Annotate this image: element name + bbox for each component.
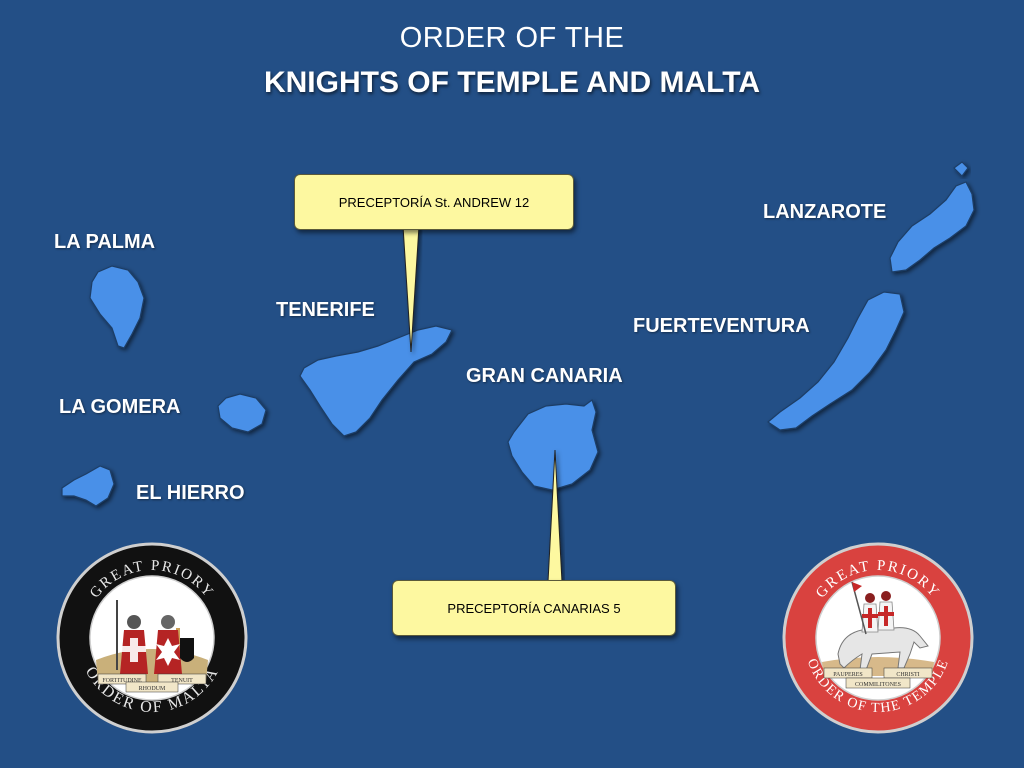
- label-la-gomera: LA GOMERA: [59, 396, 181, 418]
- label-lanzarote: LANZAROTE: [763, 201, 887, 223]
- callout-gran-canaria: PRECEPTORÍA CANARIAS 5: [392, 580, 676, 636]
- knight-left-icon: [116, 600, 148, 674]
- malta-motto-left: FORTITUDINE: [102, 678, 142, 684]
- island-la-gomera: [217, 393, 267, 433]
- label-la-palma: LA PALMA: [54, 231, 156, 253]
- label-tenerife: TENERIFE: [276, 299, 375, 321]
- label-fuerteventura: FUERTEVENTURA: [633, 315, 810, 337]
- island-la-palma: [89, 265, 145, 349]
- knight-right-icon: [154, 615, 194, 674]
- island-gran-canaria: [507, 399, 599, 491]
- order-of-malta-seal: GREAT PRIORY ORDER OF MALTA FORTITUDINE …: [56, 542, 248, 734]
- title-line-2: KNIGHTS OF TEMPLE AND MALTA: [263, 66, 761, 99]
- label-el-hierro: EL HIERRO: [136, 482, 245, 504]
- malta-motto-right: TENUIT: [171, 678, 193, 684]
- island-tenerife: [299, 325, 453, 437]
- islet-lanzarote-north: [953, 161, 969, 177]
- title-line-1: ORDER OF THE: [399, 22, 625, 54]
- callout-tenerife: PRECEPTORÍA St. ANDREW 12: [294, 174, 574, 230]
- island-fuerteventura: [766, 291, 905, 431]
- island-lanzarote: [889, 181, 975, 273]
- label-gran-canaria: GRAN CANARIA: [466, 365, 623, 387]
- malta-motto-center: RHODUM: [139, 686, 166, 692]
- temple-motto-left: PAUPERES: [833, 672, 862, 678]
- order-of-the-temple-seal: GREAT PRIORY ORDER OF THE TEMPLE PAUPERE…: [782, 542, 974, 734]
- temple-motto-center: COMMILITONES: [855, 682, 901, 688]
- temple-motto-right: CHRISTI: [896, 672, 919, 678]
- island-el-hierro: [61, 465, 115, 507]
- two-knights-on-horse-icon: [837, 581, 929, 671]
